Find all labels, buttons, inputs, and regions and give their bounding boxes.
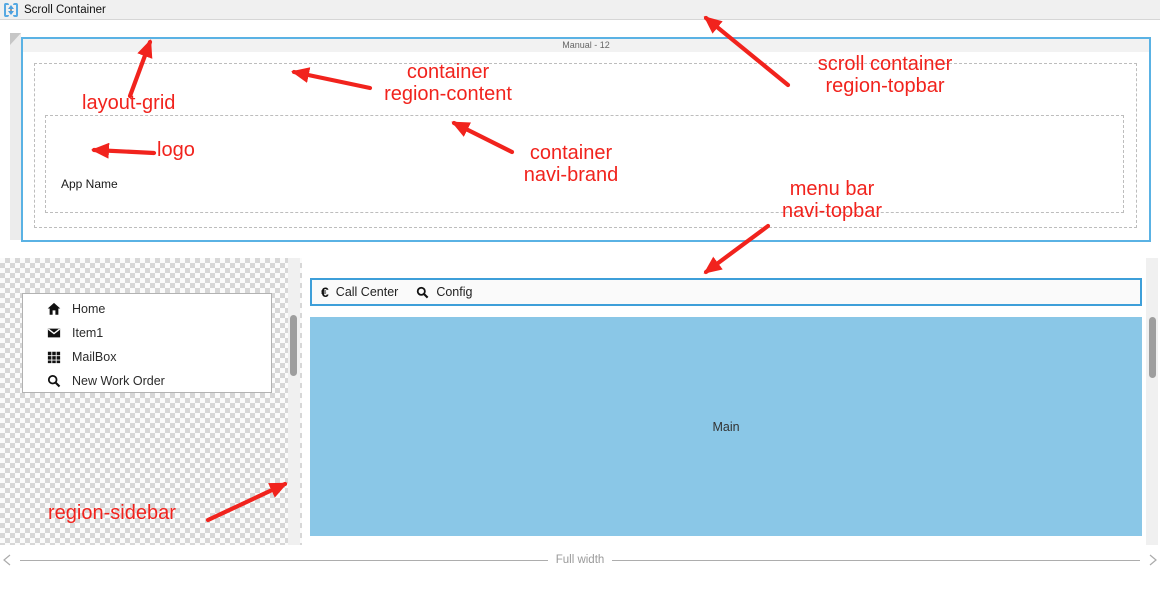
sidebar-menu[interactable]: Home Item1 MailBox New Work Order <box>22 293 272 393</box>
menu-item-config[interactable]: Config <box>416 285 472 299</box>
full-width-divider: Full width <box>0 552 1160 568</box>
annotation-layout-grid: layout-grid <box>82 92 176 114</box>
menu-item-label: New Work Order <box>72 374 165 388</box>
divider-line <box>612 559 1141 561</box>
scroll-container-topbar[interactable]: Manual - 12 App Name <box>21 37 1151 242</box>
annotation-navi-brand: container navi-brand <box>523 142 619 186</box>
menu-item-new-work-order[interactable]: New Work Order <box>23 369 271 393</box>
envelope-icon <box>47 328 61 338</box>
arrow-right-icon <box>1149 554 1157 566</box>
gutter-fold-corner <box>10 33 21 45</box>
container-navi-brand[interactable]: App Name <box>45 115 1124 213</box>
menu-item-mailbox[interactable]: MailBox <box>23 345 271 369</box>
annotation-region-topbar: scroll container region-topbar <box>817 53 953 97</box>
scroll-vertical-icon <box>4 2 18 17</box>
container-region-content[interactable]: App Name <box>34 63 1137 228</box>
logo-app-name[interactable]: App Name <box>61 177 118 191</box>
sidebar-scrollbar-track[interactable] <box>288 258 300 545</box>
sidebar-scrollbar-thumb[interactable] <box>290 315 297 376</box>
menu-item-label: Config <box>436 285 473 299</box>
main-region-label: Main <box>712 419 740 434</box>
divider-label: Full width <box>555 554 605 566</box>
divider-line <box>20 559 548 561</box>
menu-bar-navi-topbar[interactable]: € Call Center Config <box>310 278 1142 306</box>
window-title: Scroll Container <box>24 3 106 16</box>
menu-item-label: Item1 <box>72 326 104 340</box>
arrow-left-icon <box>3 554 11 566</box>
menu-item-home[interactable]: Home <box>23 297 271 321</box>
menu-item-label: Home <box>72 302 106 316</box>
annotation-region-sidebar: region-sidebar <box>48 502 176 524</box>
grid-icon <box>47 351 61 364</box>
search-icon <box>417 286 429 298</box>
container-size-badge: Manual - 12 <box>23 39 1149 52</box>
window-titlebar: Scroll Container <box>0 0 1160 20</box>
menu-item-item1[interactable]: Item1 <box>23 321 271 345</box>
main-content-region[interactable]: Main <box>310 317 1142 536</box>
content-scrollbar-thumb[interactable] <box>1149 317 1156 378</box>
annotation-region-content: container region-content <box>384 61 512 105</box>
canvas-left-gutter <box>10 33 21 240</box>
annotation-logo: logo <box>157 139 195 161</box>
annotation-navi-topbar: menu bar navi-topbar <box>781 178 883 222</box>
menu-item-label: Call Center <box>335 285 399 299</box>
euro-icon: € <box>321 284 329 300</box>
menu-item-call-center[interactable]: € Call Center <box>321 285 398 299</box>
menu-item-label: MailBox <box>72 350 117 364</box>
home-icon <box>47 302 61 315</box>
search-icon <box>47 374 61 388</box>
content-scrollbar-track[interactable] <box>1146 258 1158 545</box>
